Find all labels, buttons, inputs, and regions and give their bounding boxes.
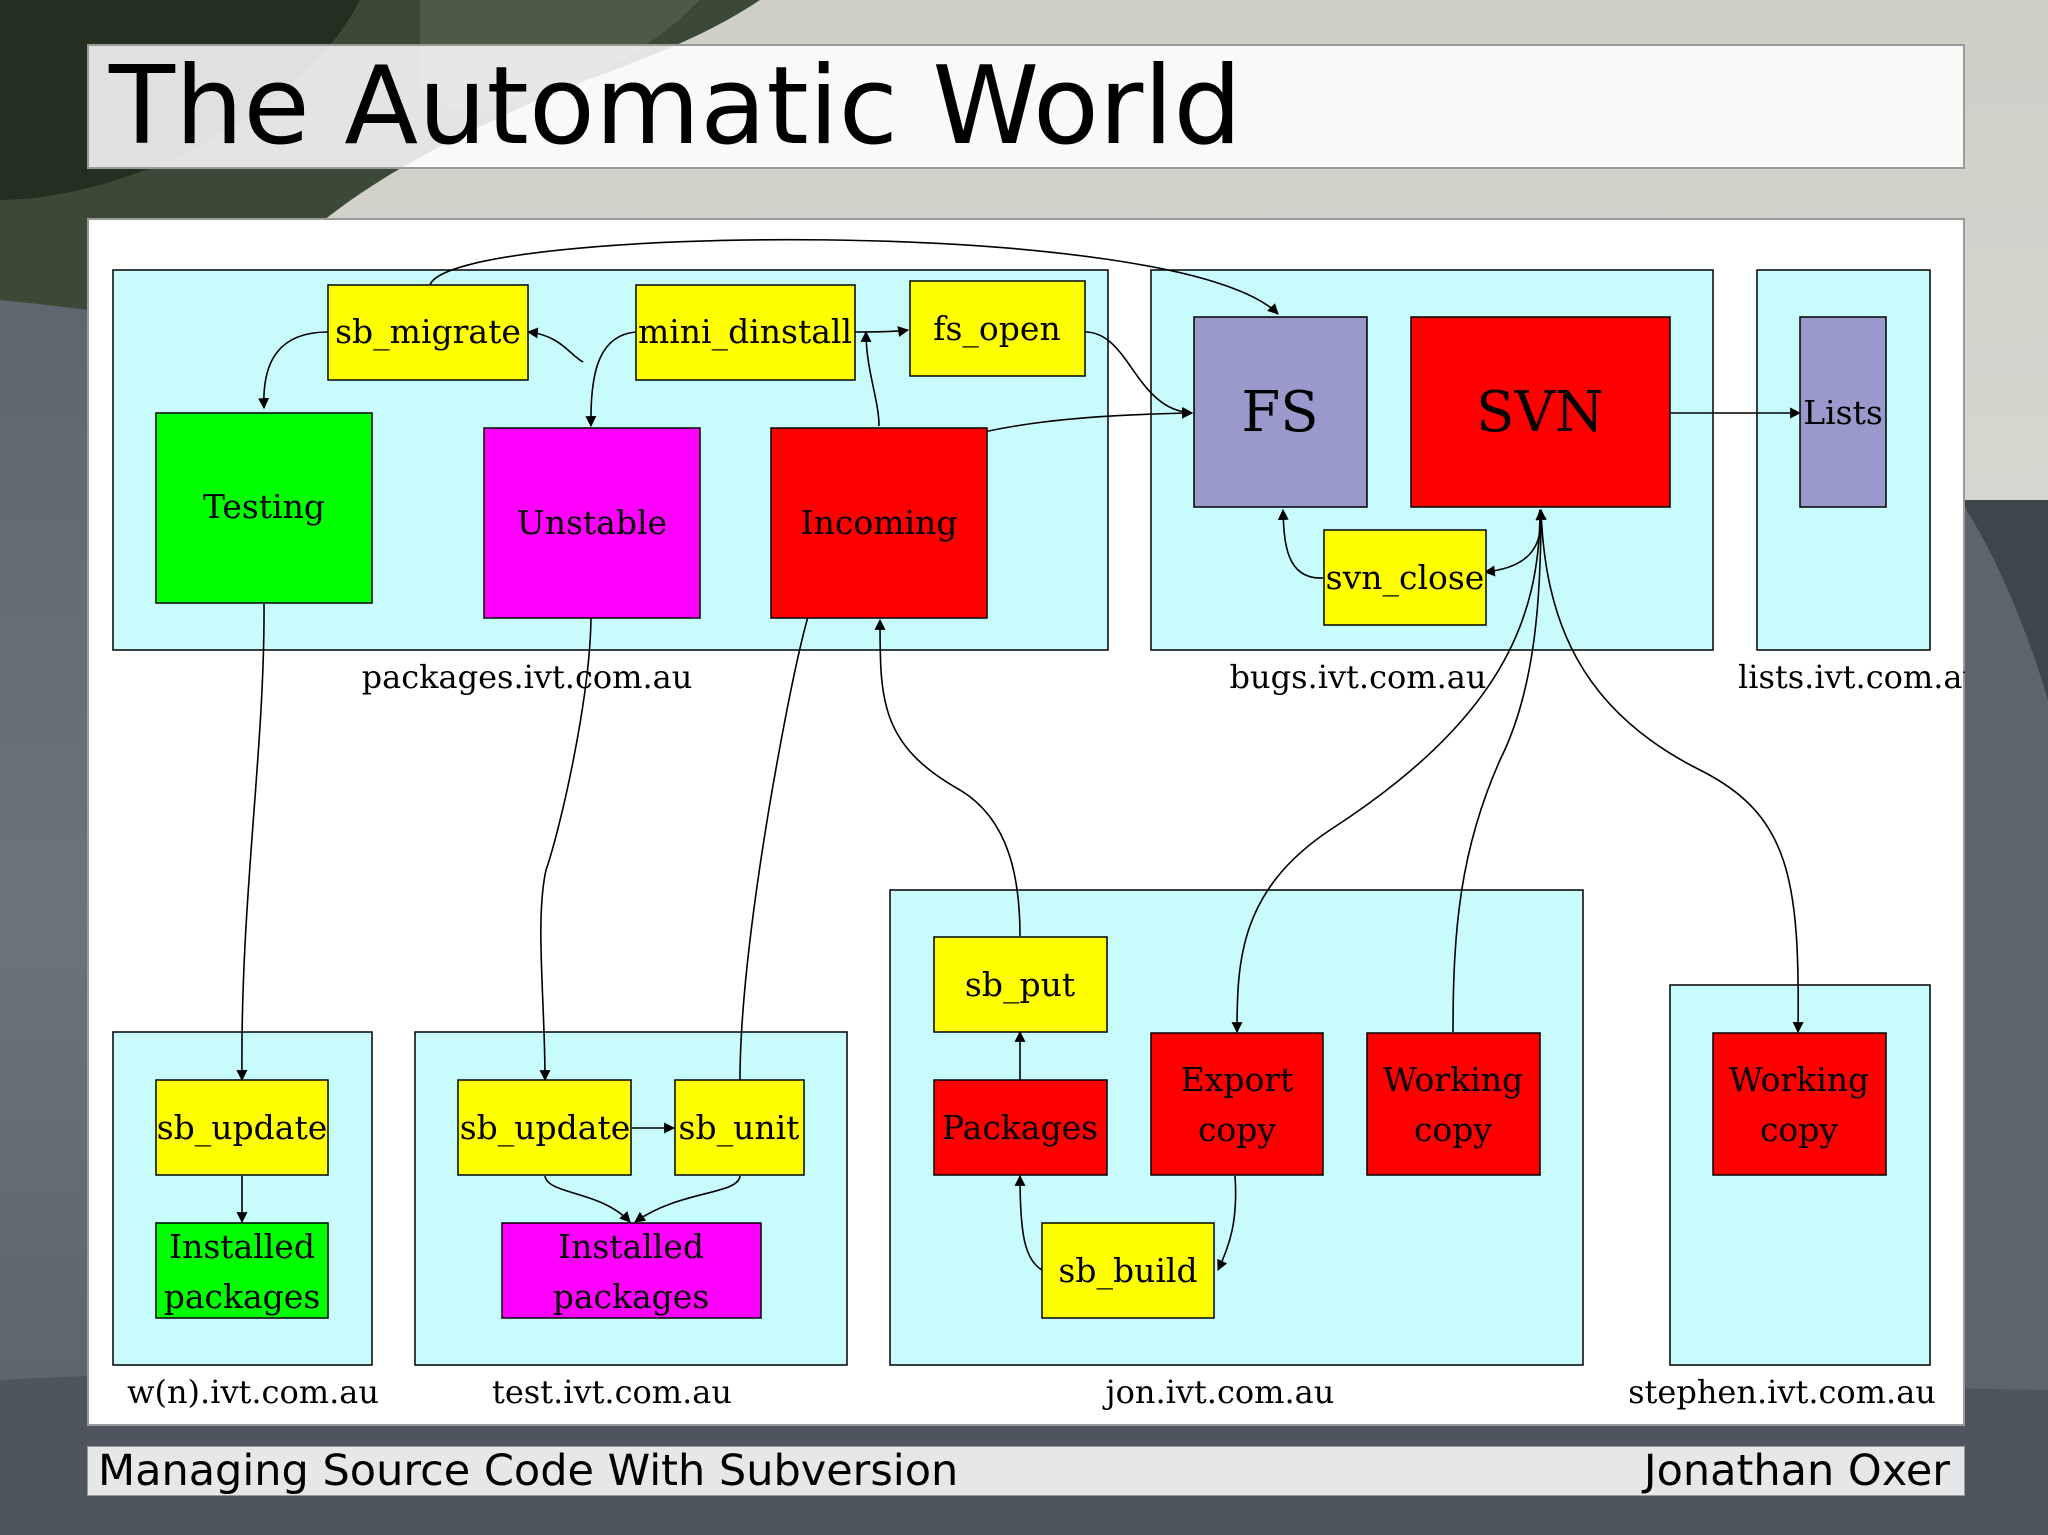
node-unstable: Unstable: [483, 427, 701, 619]
node-label: Packages: [942, 1108, 1098, 1147]
node-label: Installed: [558, 1227, 704, 1266]
node-sb_build: sb_build: [1041, 1222, 1215, 1319]
edge-svn_close-to-fs: [1277, 508, 1324, 579]
node-label: copy: [1414, 1110, 1492, 1149]
edge-sb_migrate-to-fs: [429, 238, 1279, 315]
footer-author: Jonathan Oxer: [1643, 1446, 1950, 1496]
node-label: packages: [553, 1277, 710, 1316]
node-label: svn_close: [1326, 558, 1485, 598]
edge-mini_dinstall-to-fs_open: [854, 326, 910, 337]
node-mini_dinstall: mini_dinstall: [635, 284, 856, 381]
node-label: sb_update: [460, 1108, 631, 1148]
edge-testing-to-wn_update: [236, 603, 265, 1082]
node-label: sb_unit: [679, 1108, 800, 1148]
slide-title: The Automatic World: [109, 44, 1242, 169]
node-label: Installed: [169, 1227, 315, 1266]
node-label: Incoming: [801, 503, 958, 542]
footer-presentation-title: Managing Source Code With Subversion: [98, 1446, 959, 1496]
node-label: Export: [1181, 1060, 1294, 1099]
edge-incoming-to-mini_dinstall: [860, 330, 880, 427]
edge-test_update-to-test_installed: [544, 1175, 631, 1223]
node-label: Lists: [1803, 393, 1883, 432]
node-wn-installed-packages: Installed packages: [155, 1222, 329, 1319]
cluster-label: lists.ivt.com.au: [1738, 658, 1965, 696]
node-label: sb_migrate: [335, 312, 521, 352]
node-test-installed-packages: Installed packages: [501, 1222, 762, 1319]
node-test-sb_update: sb_update: [457, 1079, 632, 1176]
node-testing: Testing: [155, 412, 373, 604]
node-label: sb_update: [157, 1108, 328, 1148]
node-svn_close: svn_close: [1323, 529, 1487, 626]
node-label: sb_build: [1058, 1251, 1197, 1291]
node-fs: FS: [1193, 316, 1368, 508]
node-lists: Lists: [1799, 316, 1887, 508]
node-sb_migrate: sb_migrate: [327, 284, 529, 381]
edge-mini_dinstall-sb_migrate: [526, 327, 584, 363]
edge-mini_dinstall-to-unstable: [585, 331, 637, 428]
edge-export_copy-to-sb_build: [1217, 1175, 1237, 1271]
cluster-label: bugs.ivt.com.au: [1230, 658, 1487, 696]
node-label: SVN: [1476, 380, 1604, 445]
nodes-layer: sb_migrate mini_dinstall fs_open Testing…: [155, 280, 1887, 1319]
edge-unstable-to-test_update: [539, 617, 592, 1082]
node-label: copy: [1198, 1110, 1276, 1149]
node-label: Working: [1383, 1060, 1523, 1099]
node-label: fs_open: [933, 309, 1060, 349]
edge-sb_migrate-to-testing: [258, 331, 329, 410]
node-label: copy: [1760, 1110, 1838, 1149]
cluster-label: packages.ivt.com.au: [362, 658, 693, 696]
cluster-label: stephen.ivt.com.au: [1628, 1373, 1936, 1411]
cluster-label: jon.ivt.com.au: [1102, 1373, 1335, 1411]
node-sb_put: sb_put: [933, 936, 1108, 1033]
edge-svn-to-stephen_working: [1540, 509, 1804, 1034]
node-jon-packages: Packages: [933, 1079, 1108, 1176]
node-incoming: Incoming: [770, 427, 988, 619]
edge-svn-to-export_copy: [1231, 509, 1541, 1034]
cluster-label: test.ivt.com.au: [492, 1373, 732, 1411]
node-stephen-working-copy: Working copy: [1712, 1032, 1887, 1176]
edge-sb_build-to-packages: [1014, 1174, 1043, 1271]
node-svn: SVN: [1410, 316, 1671, 508]
slide-footer: Managing Source Code With Subversion Jon…: [87, 1446, 1965, 1496]
node-label: mini_dinstall: [638, 312, 852, 352]
network-diagram: packages.ivt.com.au bugs.ivt.com.au list…: [112, 238, 1965, 1411]
node-jon-working-copy: Working copy: [1366, 1032, 1541, 1176]
node-fs_open: fs_open: [909, 280, 1086, 377]
node-label: packages: [164, 1277, 321, 1316]
edge-fs_open-to-fs: [1084, 331, 1194, 418]
edges-layer: [236, 238, 1804, 1271]
node-label: sb_put: [965, 965, 1075, 1005]
node-test-sb_unit: sb_unit: [674, 1079, 805, 1176]
edge-test_unit-to-test_installed: [634, 1175, 741, 1223]
edge-sb_put-to-incoming: [874, 618, 1021, 937]
node-export-copy: Export copy: [1150, 1032, 1324, 1176]
node-wn-sb_update: sb_update: [155, 1079, 329, 1176]
slide-title-bar: The Automatic World: [87, 44, 1965, 169]
node-label: Working: [1729, 1060, 1869, 1099]
cluster-label: w(n).ivt.com.au: [127, 1373, 379, 1411]
node-label: Testing: [203, 487, 325, 526]
node-label: FS: [1241, 380, 1318, 445]
edge-jon_working-to-svn: [1452, 508, 1547, 1033]
clusters-layer: packages.ivt.com.au bugs.ivt.com.au list…: [112, 269, 1965, 1411]
node-label: Unstable: [517, 503, 667, 542]
